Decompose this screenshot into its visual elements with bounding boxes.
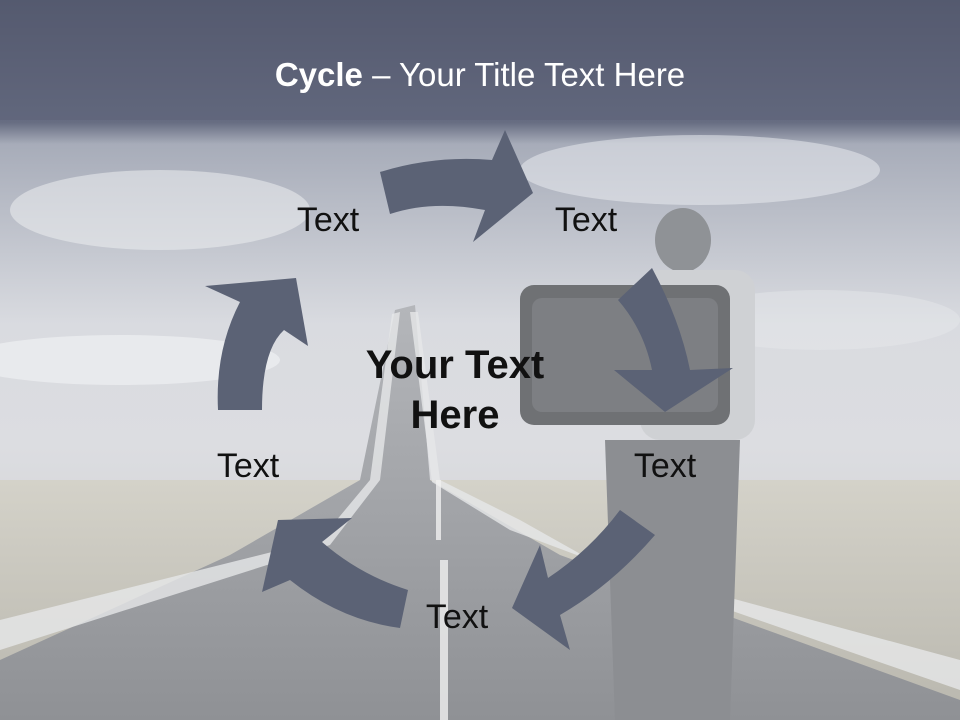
cycle-label-5: Text [216,447,280,485]
cycle-label-4: Text [425,598,489,636]
curved-arrow-icon [262,518,408,628]
curved-arrow-icon [380,130,533,242]
slide-title: Cycle – Your Title Text Here [0,52,960,98]
curved-arrow-icon [512,510,655,650]
cycle-label-3: Text [633,447,697,485]
title-rest: – Your Title Text Here [362,56,686,93]
center-text-line-1: Your Text [365,343,545,387]
title-bold: Cycle [274,56,363,93]
center-text-line-2: Here [410,393,500,437]
curved-arrow-icon [614,268,733,412]
curved-arrow-icon [205,278,308,410]
center-text: Your Text Here [305,340,605,440]
cycle-label-2: Text [554,201,618,239]
cycle-label-1: Text [296,201,360,239]
